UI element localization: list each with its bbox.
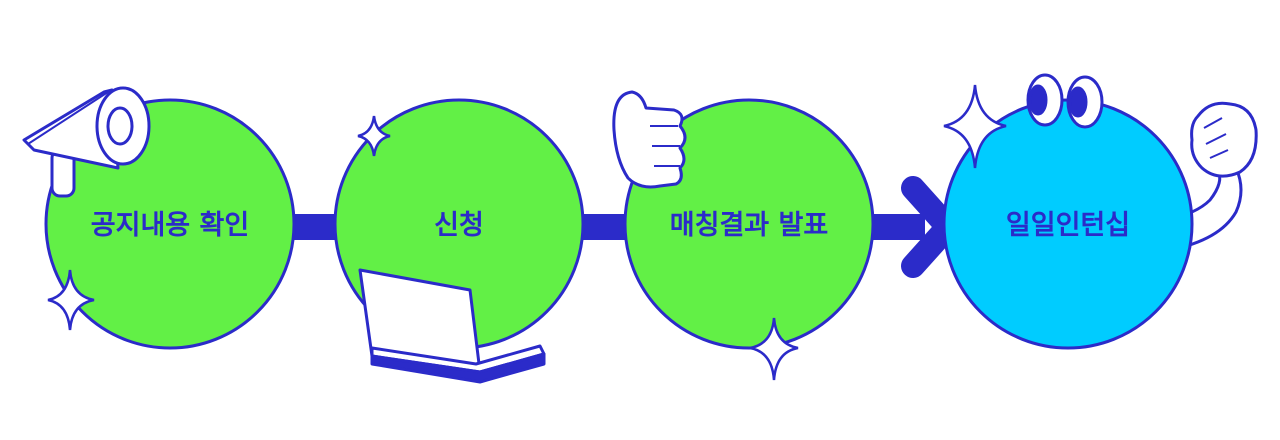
sparkle-icon	[47, 269, 95, 331]
megaphone-icon	[22, 86, 151, 198]
step-3: 매칭결과 발표	[612, 90, 875, 381]
thumbs-up-icon	[612, 90, 687, 189]
sparkle-icon	[749, 317, 799, 381]
sparkle-icon	[357, 115, 391, 157]
step-3-circle	[623, 98, 875, 350]
sparkle-icon	[943, 84, 1007, 169]
step-4-label: 일일인턴십	[1006, 210, 1130, 241]
step-4: 일일인턴십	[942, 73, 1258, 350]
laptop-icon	[358, 268, 546, 384]
step-1: 공지내용 확인	[22, 86, 296, 350]
step-2: 신청	[333, 98, 585, 384]
step-2-label: 신청	[434, 210, 484, 241]
step-3-label: 매칭결과 발표	[670, 210, 828, 241]
step-1-label: 공지내용 확인	[91, 210, 249, 241]
eyes-icon	[1026, 73, 1104, 129]
arrow-connector-3-4	[865, 176, 960, 278]
